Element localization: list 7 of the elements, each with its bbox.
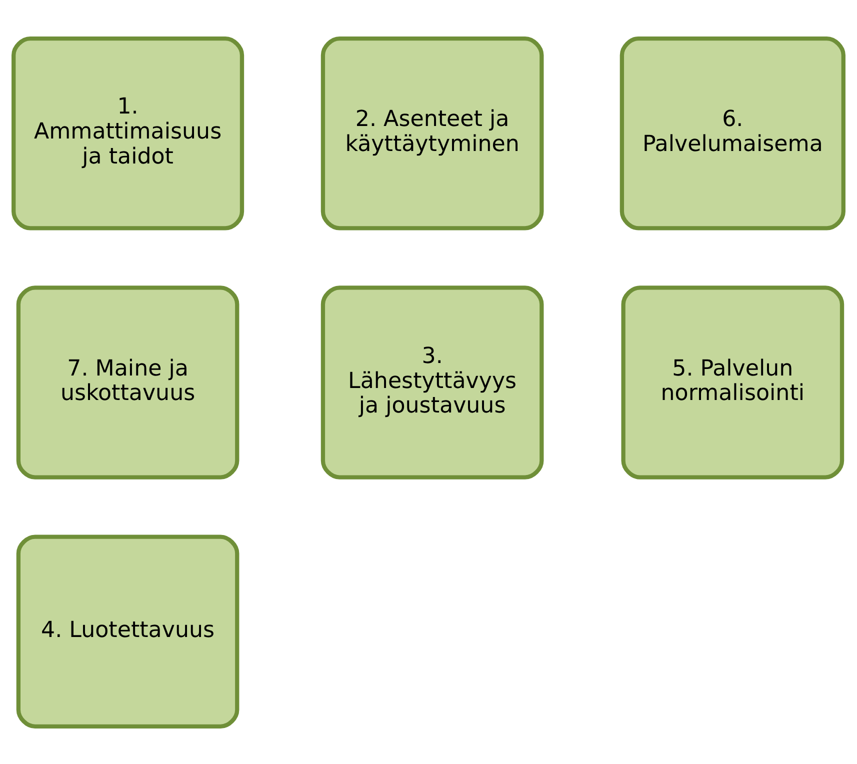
node-box: 3. Lähestyttävyys ja joustavuus: [320, 285, 544, 479]
node-box: 1. Ammattimaisuus ja taidot: [12, 36, 244, 230]
node-box: 4. Luotettavuus: [16, 534, 240, 728]
node-box: 5. Palvelun normalisointi: [621, 285, 844, 479]
node-box: 6. Palvelumaisema: [620, 36, 846, 230]
node-box: 7. Maine ja uskottavuus: [16, 285, 240, 479]
node-box: 2. Asenteet ja käyttäytyminen: [320, 36, 544, 230]
